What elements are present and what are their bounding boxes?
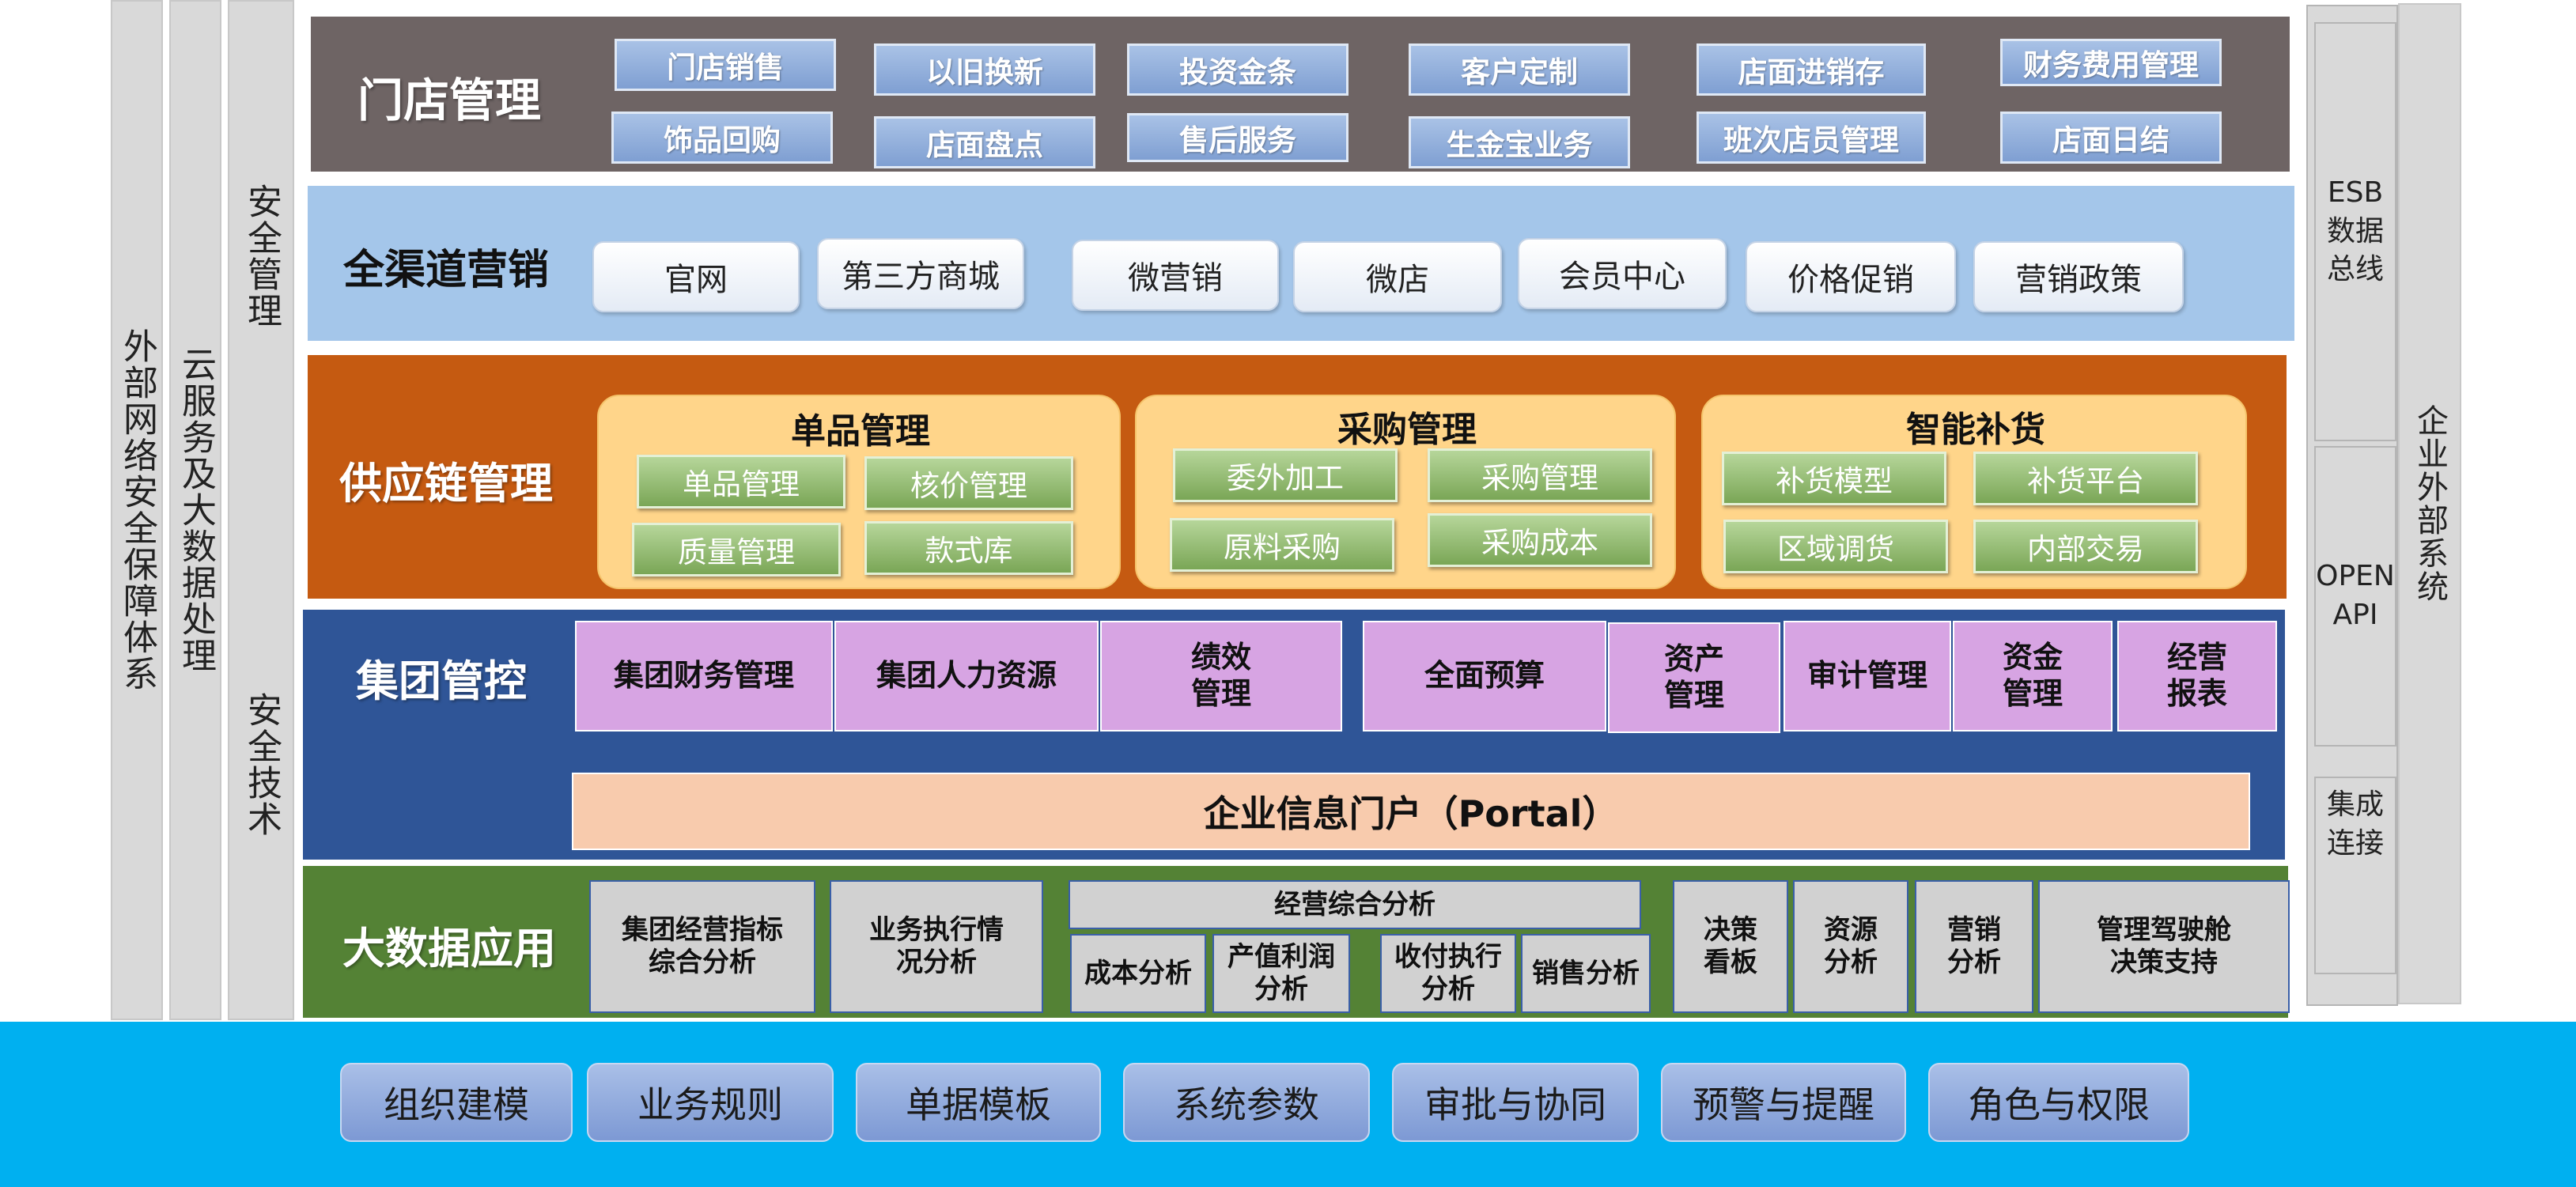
bigdata-right-item-3[interactable]: 营销 分析 [1915,880,2033,1013]
supply-replenish-item-3[interactable]: 区域调货 [1723,520,1948,573]
omni-title: 全渠道营销 [342,246,549,294]
supply-product-item-3[interactable]: 质量管理 [632,523,841,576]
platform-item-5[interactable]: 审批与协同 [1392,1063,1639,1142]
group-item-5[interactable]: 资产 管理 [1608,622,1780,733]
platform-item-2[interactable]: 业务规则 [587,1063,834,1142]
bigdata-item-1[interactable]: 集团经营指标 综合分析 [589,880,815,1013]
supply-replenish-item-4[interactable]: 内部交易 [1973,520,2198,573]
supply-title: 供应链管理 [339,458,553,508]
external-system-column: 企业外部系统 [2398,3,2461,1004]
supply-replenish-item-2[interactable]: 补货平台 [1973,452,2198,505]
omni-item-3[interactable]: 微营销 [1072,240,1279,311]
bigdata-right-item-4[interactable]: 管理驾驶舱 决策支持 [2038,880,2290,1013]
bigdata-right-item-1[interactable]: 决策 看板 [1673,880,1788,1013]
group-item-1[interactable]: 集团财务管理 [575,621,833,731]
bigdata-layer: 大数据应用 集团经营指标 综合分析 业务执行情 况分析 经营综合分析 成本分析 … [301,864,2290,1020]
open-api-box: OPEN API [2314,446,2396,747]
cloud-bigdata-label: 云服务及大数据处理 [176,346,216,674]
external-security-label: 外部网络安全保障体系 [117,328,157,692]
omni-layer: 全渠道营销 官网 第三方商城 微营销 微店 会员中心 价格促销 营销政策 [305,183,2297,343]
bigdata-title: 大数据应用 [342,923,556,973]
portal-bar[interactable]: 企业信息门户（Portal） [572,773,2250,850]
store-layer: 门店管理 门店销售 以旧换新 投资金条 客户定制 店面进销存 财务费用管理 饰品… [308,14,2292,174]
platform-bar: 组织建模 业务规则 单据模板 系统参数 审批与协同 预警与提醒 角色与权限 [0,1022,2576,1187]
platform-item-6[interactable]: 预警与提醒 [1661,1063,1906,1142]
group-item-3[interactable]: 绩效 管理 [1100,621,1342,731]
omni-item-1[interactable]: 官网 [592,241,800,312]
group-title: 集团管控 [356,656,527,706]
supply-product-item-4[interactable]: 款式库 [864,521,1073,575]
supply-purchase-item-1[interactable]: 委外加工 [1173,448,1398,502]
group-layer: 集团管控 集团财务管理 集团人力资源 绩效 管理 全面预算 资产 管理 审计管理… [301,607,2287,862]
bigdata-composite-item-3[interactable]: 收付执行 分析 [1380,934,1516,1013]
group-item-7[interactable]: 资金 管理 [1953,621,2113,731]
omni-item-7[interactable]: 营销政策 [1973,241,2184,312]
bigdata-composite-title[interactable]: 经营综合分析 [1069,880,1641,929]
supply-group-replenish: 智能补货 补货模型 补货平台 区域调货 内部交易 [1701,395,2247,589]
integration-column: ESB 数据 总线 OPEN API 集成 连接 [2306,5,2398,1006]
security-tech-label: 安全技术 [241,691,282,837]
store-item-5[interactable]: 店面进销存 [1697,43,1926,96]
supply-purchase-item-4[interactable]: 采购成本 [1428,513,1652,567]
omni-item-2[interactable]: 第三方商城 [817,238,1024,309]
group-item-4[interactable]: 全面预算 [1363,621,1606,731]
supply-group-purchase: 采购管理 委外加工 采购管理 原料采购 采购成本 [1135,395,1676,589]
platform-item-3[interactable]: 单据模板 [856,1063,1101,1142]
store-item-4[interactable]: 客户定制 [1409,43,1630,96]
store-item-6[interactable]: 财务费用管理 [2000,39,2222,86]
group-item-6[interactable]: 审计管理 [1784,621,1951,731]
bigdata-right-item-2[interactable]: 资源 分析 [1793,880,1908,1013]
supply-purchase-item-2[interactable]: 采购管理 [1428,448,1652,502]
store-item-1[interactable]: 门店销售 [615,39,836,91]
store-title: 门店管理 [357,74,541,127]
bigdata-composite-item-2[interactable]: 产值利润 分析 [1212,934,1350,1013]
integration-box: 集成 连接 [2314,777,2396,974]
supply-purchase-item-3[interactable]: 原料采购 [1170,518,1394,572]
supply-layer: 供应链管理 单品管理 单品管理 核价管理 质量管理 款式库 采购管理 委外加工 … [305,353,2289,601]
platform-item-7[interactable]: 角色与权限 [1928,1063,2189,1142]
supply-replenish-item-1[interactable]: 补货模型 [1722,452,1946,505]
store-item-7[interactable]: 饰品回购 [611,112,833,164]
cloud-bigdata-column: 云服务及大数据处理 [169,0,221,1020]
platform-item-1[interactable]: 组织建模 [340,1063,573,1142]
store-item-12[interactable]: 店面日结 [2000,112,2222,164]
supply-group-replenish-title: 智能补货 [1906,410,2045,450]
group-item-8[interactable]: 经营 报表 [2117,621,2277,731]
platform-item-4[interactable]: 系统参数 [1123,1063,1370,1142]
security-mgmt-label: 安全管理 [241,183,282,329]
esb-box: ESB 数据 总线 [2314,22,2396,441]
omni-item-5[interactable]: 会员中心 [1518,238,1727,309]
group-item-2[interactable]: 集团人力资源 [834,621,1099,731]
bigdata-composite-item-1[interactable]: 成本分析 [1070,934,1206,1013]
store-item-10[interactable]: 生金宝业务 [1409,116,1630,168]
omni-item-6[interactable]: 价格促销 [1746,241,1956,312]
supply-product-item-2[interactable]: 核价管理 [864,456,1073,510]
supply-product-item-1[interactable]: 单品管理 [637,455,845,508]
supply-group-product: 单品管理 单品管理 核价管理 质量管理 款式库 [597,395,1121,589]
external-security-column: 外部网络安全保障体系 [111,0,163,1020]
security-column: 安全管理 安全技术 [228,0,294,1020]
bigdata-item-2[interactable]: 业务执行情 况分析 [830,880,1043,1013]
store-item-11[interactable]: 班次店员管理 [1697,112,1926,164]
store-item-9[interactable]: 售后服务 [1127,113,1349,162]
omni-item-4[interactable]: 微店 [1293,241,1502,312]
store-item-8[interactable]: 店面盘点 [874,116,1095,168]
bigdata-composite-item-4[interactable]: 销售分析 [1521,934,1651,1013]
supply-group-product-title: 单品管理 [791,411,930,452]
supply-group-purchase-title: 采购管理 [1337,410,1477,450]
store-item-3[interactable]: 投资金条 [1127,43,1349,96]
store-item-2[interactable]: 以旧换新 [874,43,1095,96]
external-system-label: 企业外部系统 [2411,404,2448,603]
